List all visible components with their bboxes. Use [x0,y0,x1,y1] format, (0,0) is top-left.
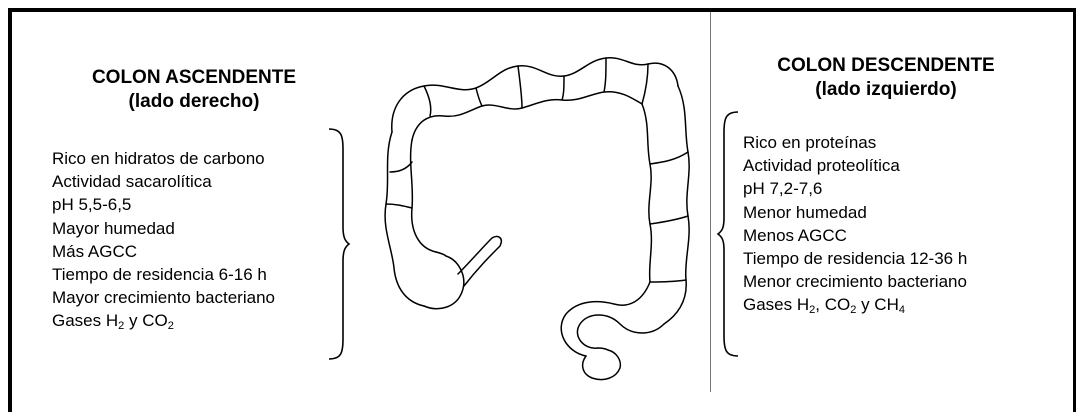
property-item: Tiempo de residencia 12-36 h [743,247,967,270]
property-item: Menor crecimiento bacteriano [743,270,967,293]
colon-illustration [366,12,696,384]
property-item: Actividad proteolítica [743,154,967,177]
property-item: Menos AGCC [743,224,967,247]
descending-colon-title-line2: (lado izquierdo) [736,78,1036,102]
property-item: Mayor crecimiento bacteriano [52,286,275,309]
descending-colon-title-line1: COLON DESCENDENTE [736,54,1036,78]
left-curly-brace [716,110,740,358]
ascending-colon-title-line1: COLON ASCENDENTE [44,66,344,90]
right-curly-brace [327,127,351,361]
ascending-colon-title: COLON ASCENDENTE (lado derecho) [44,66,344,114]
property-item: Menor humedad [743,201,967,224]
property-item: Mayor humedad [52,217,275,240]
ascending-colon-properties: Rico en hidratos de carbono Actividad sa… [52,147,275,333]
ascending-colon-title-line2: (lado derecho) [44,90,344,114]
property-item: Actividad sacarolítica [52,170,275,193]
center-divider [710,12,711,392]
property-item: pH 7,2-7,6 [743,177,967,200]
property-item: Tiempo de residencia 6-16 h [52,263,275,286]
property-item: Rico en hidratos de carbono [52,147,275,170]
gases-item: Gases H2, CO2 y CH4 [743,293,967,316]
descending-colon-properties: Rico en proteínas Actividad proteolítica… [743,131,967,317]
property-item: Más AGCC [52,240,275,263]
gases-item: Gases H2 y CO2 [52,309,275,332]
descending-colon-title: COLON DESCENDENTE (lado izquierdo) [736,54,1036,102]
property-item: pH 5,5-6,5 [52,193,275,216]
property-item: Rico en proteínas [743,131,967,154]
